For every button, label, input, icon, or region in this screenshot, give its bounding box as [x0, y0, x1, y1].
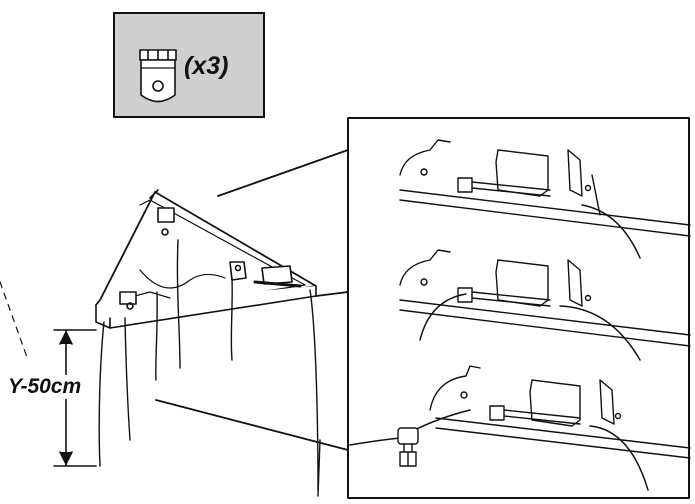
detail-view-1 [399, 139, 691, 259]
callout-line-lower [155, 399, 349, 451]
quantity-label: (x3) [184, 52, 229, 80]
detail-view-3 [349, 365, 691, 491]
callout-line-upper [217, 149, 349, 197]
dashed-guide-line [0, 281, 29, 361]
parts-callout-box [113, 12, 265, 118]
detail-view-2 [399, 249, 691, 361]
dimension-label: Y-50cm [6, 375, 84, 399]
callout-line-middle [315, 291, 349, 297]
hanging-cables [98, 239, 321, 497]
main-frame [95, 189, 317, 329]
